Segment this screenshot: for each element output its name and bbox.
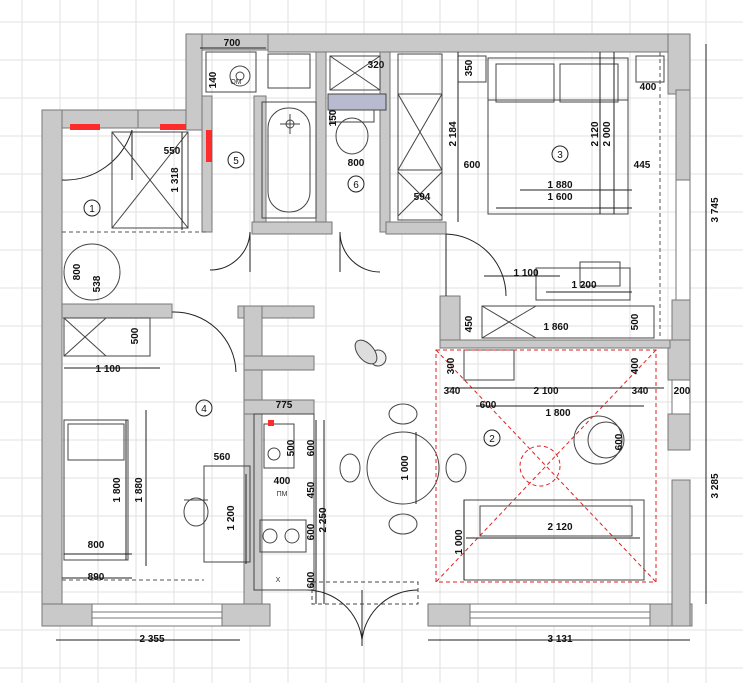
dim-label: 500: [286, 439, 297, 456]
dim-label: 1 000: [400, 455, 411, 480]
furniture: [63, 51, 665, 605]
dim-label: 890: [88, 572, 105, 583]
dim-label: 600: [614, 433, 625, 450]
dim-label: 1 318: [170, 167, 181, 192]
dim-label: 1 800: [545, 408, 570, 419]
dim-label: 450: [464, 315, 475, 332]
dashed-outlines: [62, 52, 661, 581]
dim-label: 340: [632, 386, 649, 397]
dim-label: 800: [72, 263, 83, 280]
dim-label: 700: [224, 38, 241, 49]
dim-label: 600: [306, 571, 317, 588]
dim-label: 1 200: [571, 280, 596, 291]
dim-label: 1 800: [112, 477, 123, 502]
dim-label: 560: [214, 452, 231, 463]
dim-label: 450: [306, 481, 317, 498]
dim-label: 594: [414, 192, 431, 203]
dim-label: 320: [368, 60, 385, 71]
dim-label: 400: [630, 357, 641, 374]
dim-label: 1 100: [95, 364, 120, 375]
dim-label: 340: [444, 386, 461, 397]
dim-label: 800: [348, 158, 365, 169]
vertical-dimension-labels: 140 350 150 1 318 2 184 2 120 2 000 3 74…: [72, 59, 721, 588]
dim-label: 350: [464, 59, 475, 76]
dimension-lines: [56, 44, 707, 641]
dim-label: ОМ: [230, 79, 241, 86]
dim-label: 200: [674, 386, 691, 397]
dim-label: 400: [274, 476, 291, 487]
room-number-2: 2: [489, 434, 495, 445]
dim-label: 300: [446, 357, 457, 374]
room-numbers: [83, 145, 569, 447]
dim-label: 600: [306, 439, 317, 456]
dim-label: X: [276, 577, 281, 584]
dim-label: 1 880: [134, 477, 145, 502]
room-number-6: 6: [353, 180, 359, 191]
dim-label: 2 184: [448, 121, 459, 146]
dim-label: 2 120: [590, 121, 601, 146]
dim-label: 600: [306, 523, 317, 540]
dim-label: 3 285: [710, 473, 721, 498]
dim-label: 800: [88, 540, 105, 551]
dim-label: 3 131: [547, 634, 572, 645]
room-number-5: 5: [233, 156, 239, 167]
dim-label: 500: [630, 313, 641, 330]
dim-label: 445: [634, 160, 651, 171]
doors: [61, 129, 507, 646]
dim-label: ПМ: [277, 491, 288, 498]
dim-label: 600: [480, 400, 497, 411]
dim-label: 1 200: [226, 505, 237, 530]
dim-label: 1 000: [454, 529, 465, 554]
dim-label: 140: [208, 71, 219, 88]
dim-label: 500: [130, 327, 141, 344]
dim-label: 3 745: [710, 197, 721, 222]
room-number-1: 1: [89, 204, 95, 215]
windows: [91, 179, 691, 627]
dim-label: 2 120: [547, 522, 572, 533]
dim-label: 1 860: [543, 322, 568, 333]
dim-label: 2 355: [139, 634, 164, 645]
dim-label: 400: [640, 82, 657, 93]
room-number-4: 4: [201, 404, 207, 415]
red-markers: [70, 124, 274, 426]
dim-label: 1 600: [547, 192, 572, 203]
dim-label: 600: [464, 160, 481, 171]
dim-label: 150: [328, 109, 339, 126]
dim-label: 775: [276, 400, 293, 411]
walls: [41, 33, 693, 627]
dim-label: 1 100: [513, 268, 538, 279]
zone-lines: [435, 349, 657, 583]
dim-label: 2 000: [602, 121, 613, 146]
dim-label: 550: [164, 146, 181, 157]
dim-label: 1 880: [547, 180, 572, 191]
room-number-3: 3: [557, 150, 563, 161]
dim-label: 2 250: [318, 507, 329, 532]
dim-label: 538: [92, 275, 103, 292]
dim-label: 2 100: [533, 386, 558, 397]
